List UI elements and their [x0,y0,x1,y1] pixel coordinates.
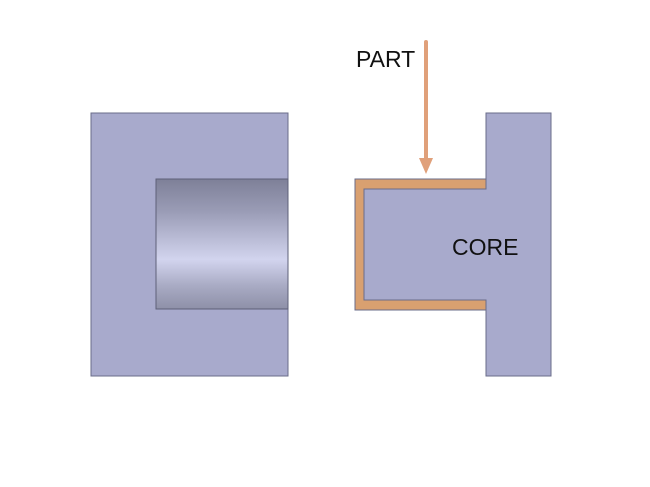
part-label: PART [356,46,415,72]
cavity-recess [155,178,289,310]
part-arrow [419,40,433,174]
cavity-mold-half [90,112,289,377]
core-label: CORE [452,234,518,260]
molded-part [354,178,487,311]
